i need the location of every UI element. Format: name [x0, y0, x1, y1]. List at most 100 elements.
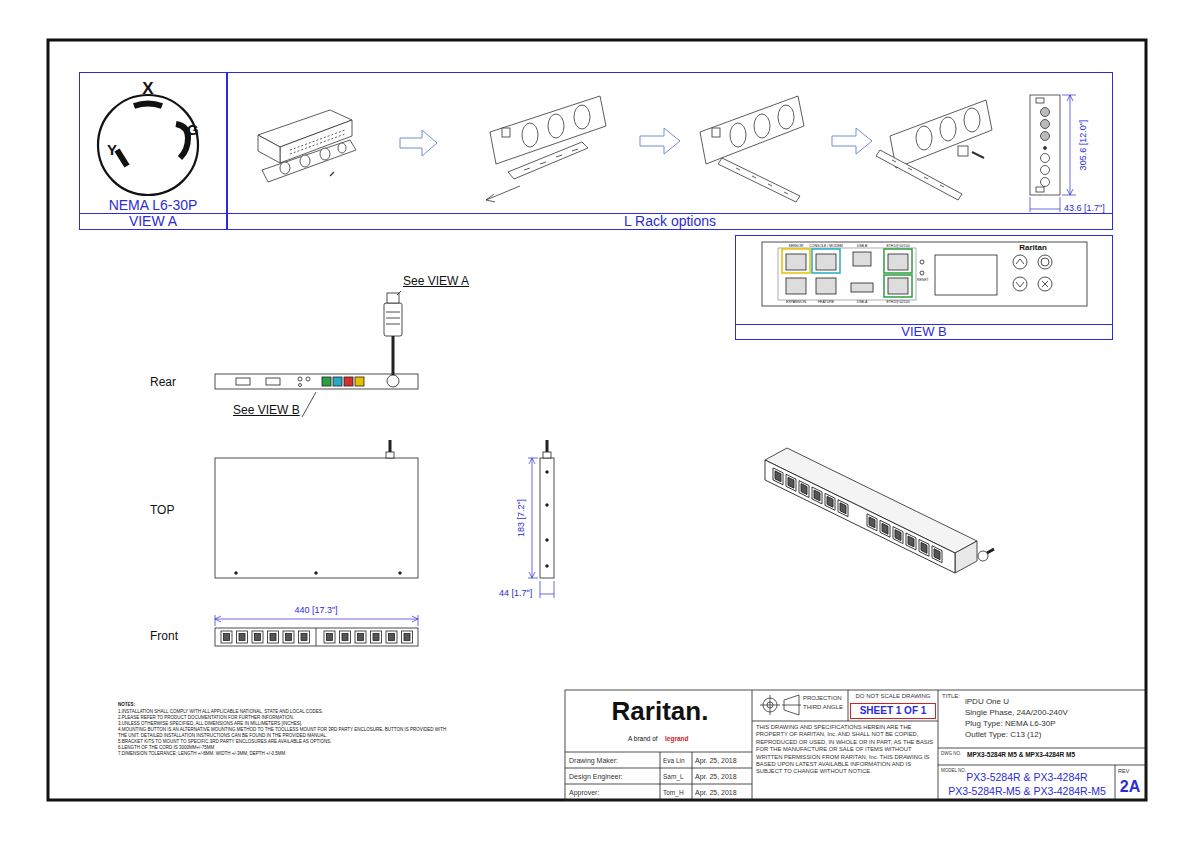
signoff-date: Apr. 25, 2018	[695, 773, 737, 781]
top-view	[215, 458, 418, 578]
model-number: PX3-5284R-M5 & PX3-4284R-M5	[948, 785, 1106, 797]
rack-illustration	[1044, 147, 1047, 150]
rack-illustration	[1041, 120, 1050, 129]
view-panel: VIEW B	[735, 235, 1113, 340]
outlet-symbol	[373, 634, 379, 641]
controller-panel	[762, 242, 1087, 306]
outlet-symbol	[283, 631, 294, 643]
plug-face	[98, 95, 198, 195]
controller-panel	[935, 255, 997, 295]
outlet-symbol	[869, 517, 875, 528]
rack-illustration	[574, 105, 590, 129]
title-block	[752, 690, 938, 800]
controller-panel	[920, 260, 924, 264]
outlet-symbol	[239, 634, 245, 641]
process-arrow	[400, 130, 437, 156]
title-block	[565, 752, 752, 800]
outlet-symbol	[893, 527, 903, 544]
projection-label: THIRD ANGLE	[803, 704, 843, 711]
signoff-name: Sam_L	[663, 773, 684, 780]
controller-panel	[1013, 255, 1027, 269]
rack-illustration	[1041, 108, 1050, 117]
view-name: Front	[150, 630, 178, 644]
controller-panel	[884, 249, 912, 273]
signoff-date: Apr. 25, 2018	[695, 789, 737, 797]
dimension-line	[215, 616, 418, 622]
view-title: VIEW B	[736, 324, 1112, 339]
sheet-number: SHEET 1 OF 1	[851, 704, 935, 718]
front-view	[316, 628, 317, 646]
dimension-line	[1030, 95, 1076, 212]
outlet-symbol	[237, 631, 248, 643]
rear-view	[299, 384, 302, 387]
dimension-line	[215, 615, 418, 626]
outlet-symbol	[371, 631, 382, 643]
outlet-symbol	[255, 634, 261, 641]
brand-logo: Raritan	[1019, 243, 1047, 252]
outlet-symbol	[919, 539, 929, 556]
controller-panel	[1041, 258, 1049, 266]
top-view	[399, 572, 402, 575]
title-line: Single Phase, 24A/200-240V	[965, 708, 1068, 717]
outlet-symbol	[840, 503, 846, 514]
view-panel: L Rack options	[227, 72, 1113, 230]
rack-illustration	[508, 142, 588, 179]
signoff-role: Drawing Maker:	[569, 757, 618, 765]
outlet-symbol	[801, 484, 807, 495]
controller-panel	[853, 252, 871, 266]
sheet-border	[48, 40, 1146, 800]
outlet-symbol	[827, 496, 833, 507]
rear-view	[355, 377, 364, 386]
controller-panel	[920, 271, 924, 275]
signoff-name: Eva Lin	[663, 757, 685, 764]
outlet-symbol	[327, 634, 333, 641]
outlet-symbol	[324, 631, 335, 643]
note: 5.BRACKET KITS TO MOUNT TO SPECIFIC 3RD …	[118, 739, 448, 745]
note: 7.DIMENSION TOLERANCE: LENGTH +/-8MM, WI…	[118, 751, 448, 757]
rack-illustration	[1041, 166, 1050, 175]
outlet-symbol	[340, 631, 351, 643]
rear-view	[215, 293, 418, 389]
outlet-symbol	[932, 546, 942, 563]
port-label: CONSOLE / MODEM	[809, 244, 842, 248]
outlet-symbol	[908, 536, 914, 547]
port-label: USB-A	[857, 300, 868, 304]
outlet-symbol	[788, 477, 794, 488]
rack-illustration	[712, 128, 720, 137]
rear-view	[344, 377, 353, 386]
view-title: VIEW A	[80, 213, 226, 229]
title-block	[565, 690, 1146, 800]
outlet-symbol	[880, 520, 890, 537]
rack-illustration	[958, 146, 968, 156]
rack-illustration	[320, 148, 330, 160]
title-line: Outlet Type: C13 (12)	[965, 730, 1041, 739]
rear-view	[306, 377, 310, 381]
dimension-line	[1067, 95, 1073, 195]
outlet-symbol	[867, 514, 877, 531]
dimension-line	[1030, 197, 1060, 212]
rear-view	[215, 374, 418, 389]
outlet-symbol	[404, 634, 410, 641]
port-label: USB-B	[857, 244, 868, 248]
rear-view	[387, 375, 399, 387]
controller-panel	[888, 254, 908, 270]
process-arrow	[832, 128, 872, 154]
plug-name: NEMA L6-30P	[80, 197, 226, 213]
leader-line	[302, 392, 316, 417]
dimension-text: 183 [7.2"]	[516, 499, 526, 537]
drawing-note: DO NOT SCALE DRAWING	[855, 693, 930, 700]
rack-illustration	[522, 123, 538, 147]
rack-illustration	[524, 149, 578, 170]
outlet-symbol	[342, 634, 348, 641]
outlet-symbol	[882, 523, 888, 534]
brand-tagline: A brand of	[628, 735, 658, 742]
field-label: REV	[1118, 768, 1129, 774]
pin-letter: X	[142, 79, 153, 99]
signoff-role: Design Engineer:	[569, 773, 623, 781]
rack-illustration	[972, 152, 984, 158]
top-view	[546, 471, 549, 474]
dimension-line	[1062, 95, 1076, 195]
brand-tagline: legrand	[665, 735, 688, 742]
rack-illustration	[778, 105, 794, 129]
